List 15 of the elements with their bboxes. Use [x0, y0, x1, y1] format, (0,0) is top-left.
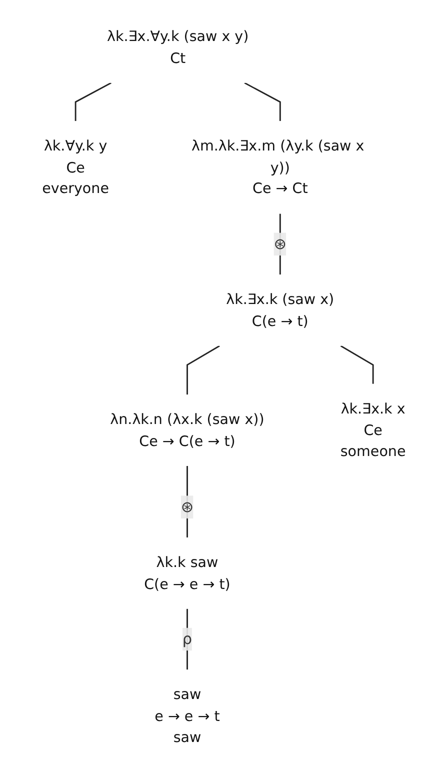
- connector: [74, 82, 112, 121]
- node-text: λk.k saw C(e → e → t): [144, 554, 230, 592]
- node-text: saw e → e → t saw: [154, 686, 220, 746]
- edge-label: ⊛: [274, 234, 287, 253]
- node-text: λn.λk.n (λx.k (saw x)) Ce → C(e → t): [110, 410, 264, 450]
- node-text: λk.∃x.k (saw x) C(e → t): [226, 290, 334, 330]
- node-text: λk.∃x.∀y.k (saw x y) Ct: [107, 28, 249, 66]
- node-text: λm.λk.∃x.m (λy.k (saw x y)) Ce → Ct: [192, 137, 364, 198]
- connector: [340, 345, 374, 384]
- node-text: λk.∀y.k y Ce everyone: [42, 137, 110, 198]
- edge-label: ⊛: [180, 498, 194, 516]
- connector: [244, 82, 281, 121]
- connector: [186, 608, 188, 670]
- node-text: λk.∃x.k x Ce someone: [340, 400, 406, 460]
- edge-label: ρ: [182, 630, 192, 648]
